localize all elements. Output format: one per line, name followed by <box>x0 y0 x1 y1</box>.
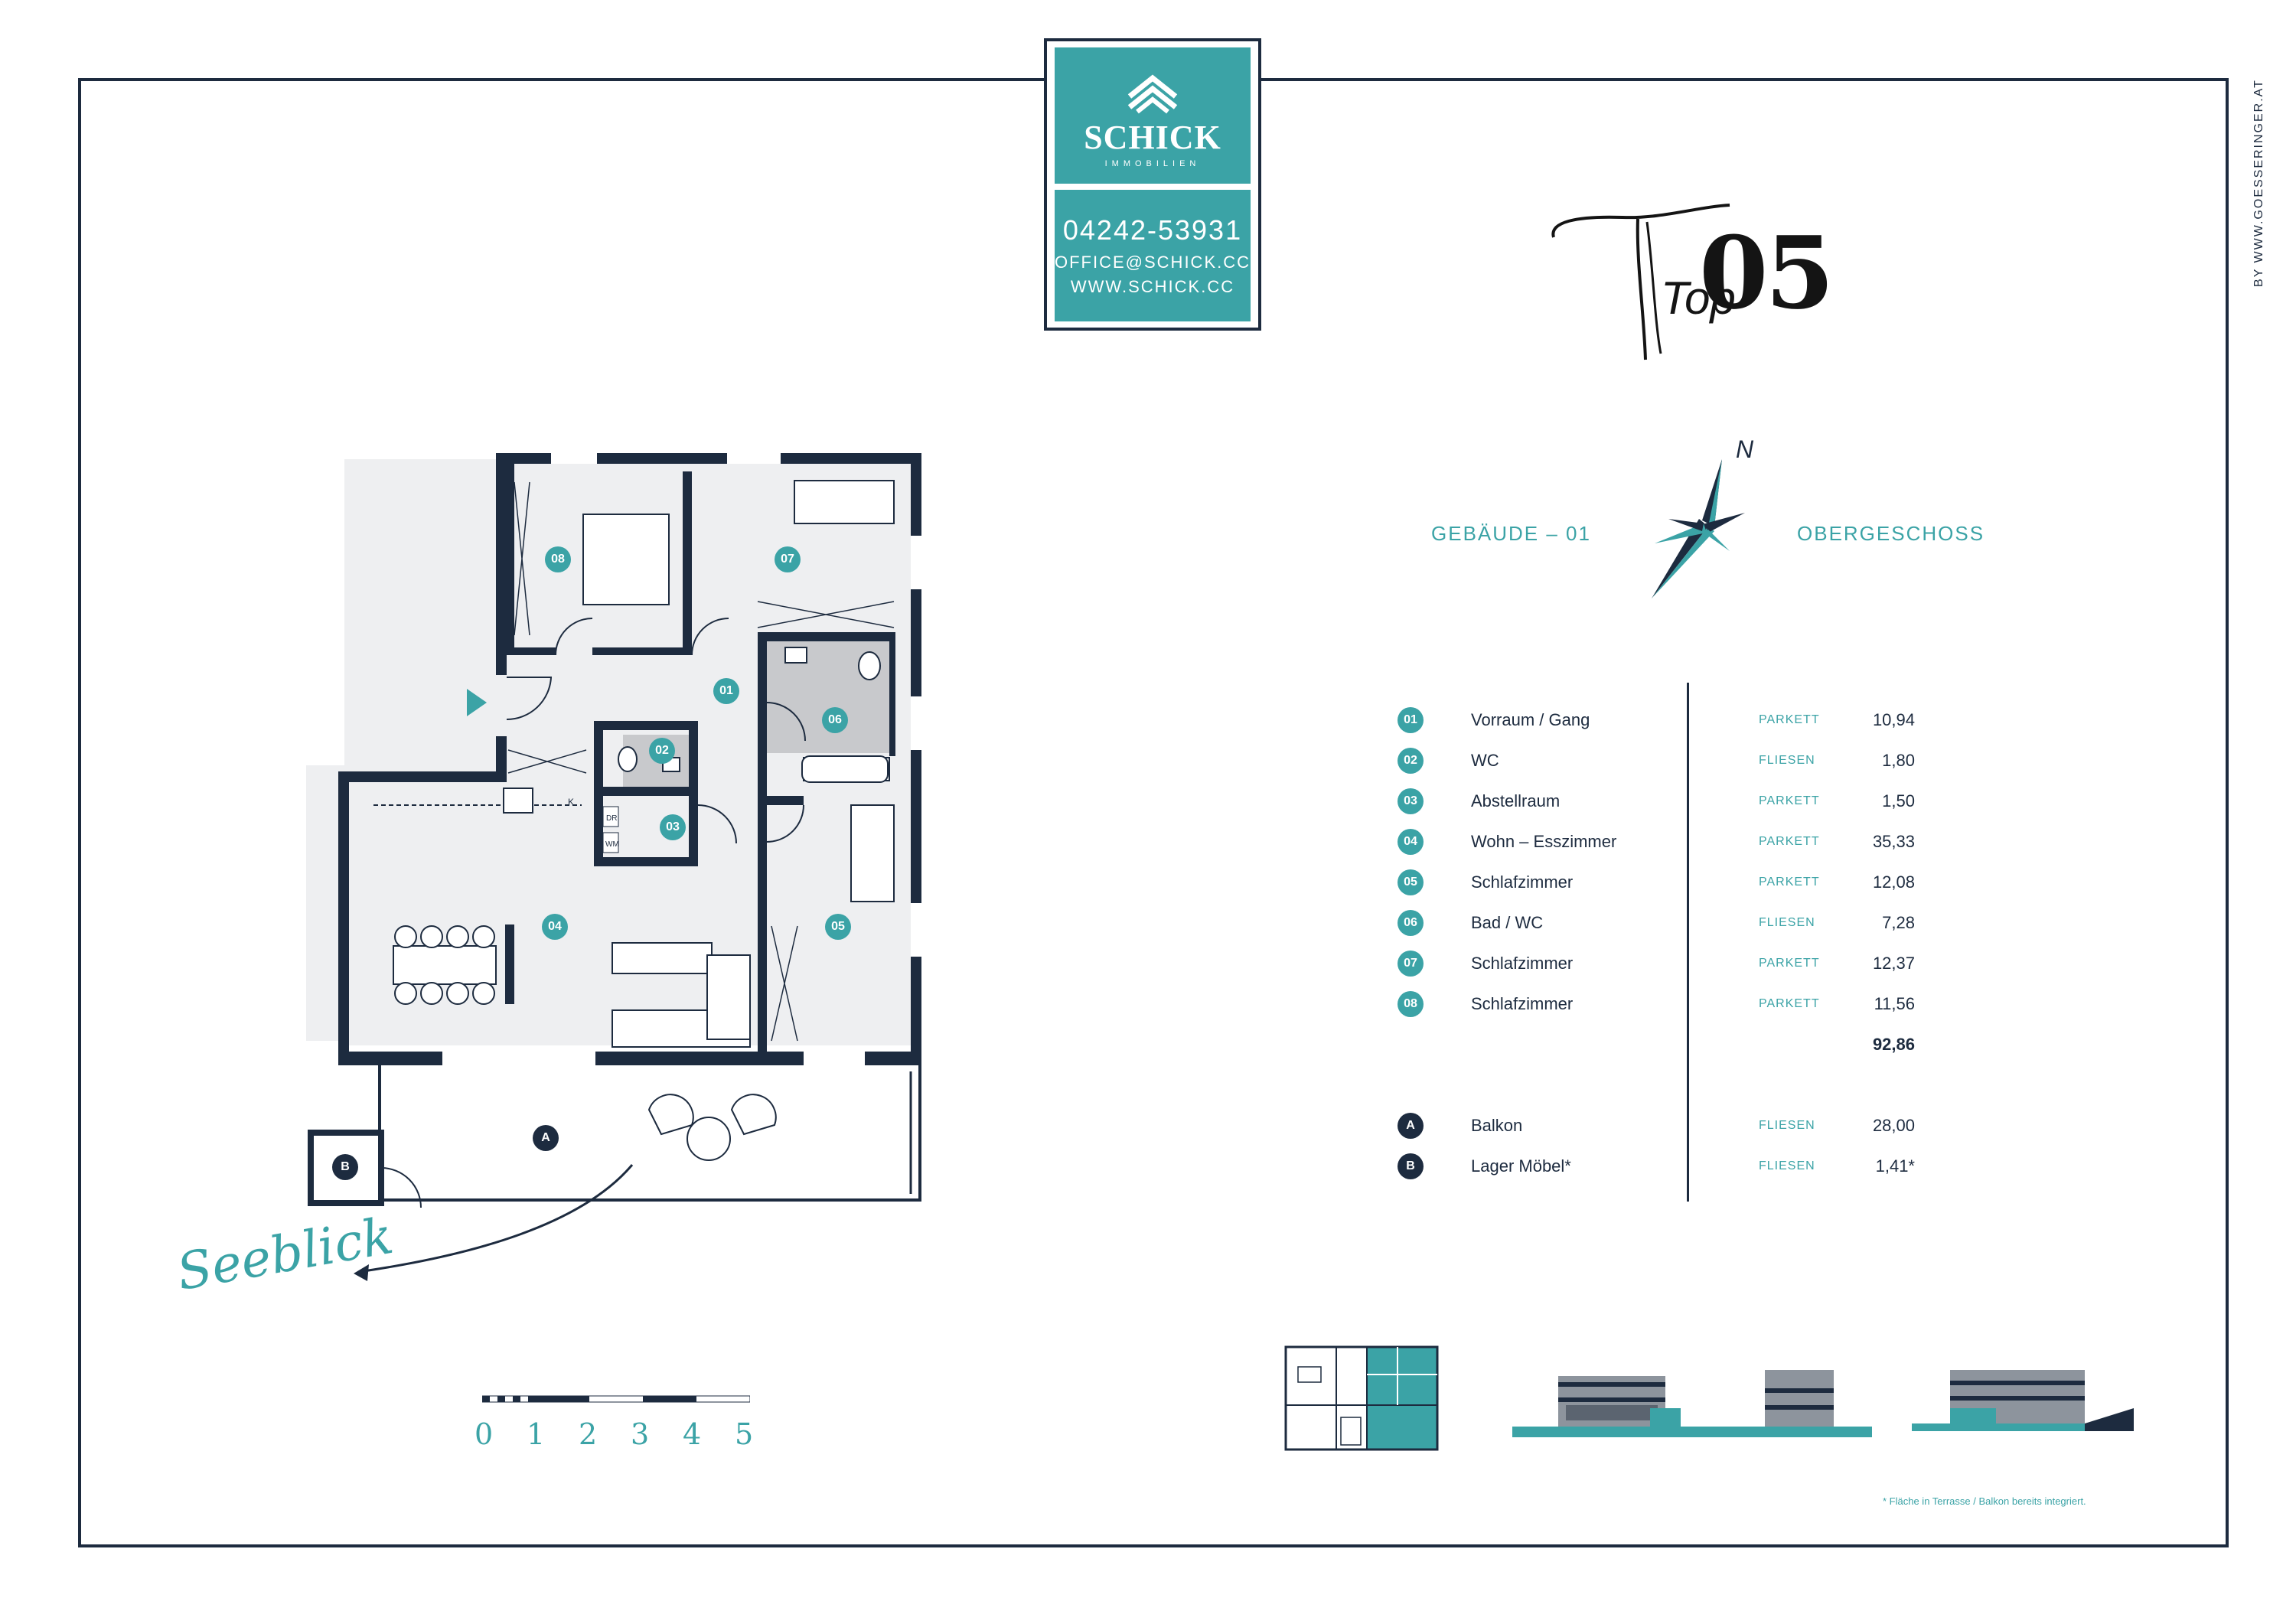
room-badge: 07 <box>1397 951 1424 977</box>
company-name: SCHICK <box>1084 119 1221 156</box>
building-elevation-side[interactable] <box>1912 1362 2134 1446</box>
room-area: 12,08 <box>1872 872 1915 892</box>
plan-badge-04[interactable]: 04 <box>542 914 568 940</box>
room-badge: 04 <box>1397 829 1424 855</box>
room-material: PARKETT <box>1759 876 1820 889</box>
room-table: 01 Vorraum / Gang PARKETT 10,94 02 WC FL… <box>1393 689 2005 1209</box>
house-logo-icon <box>1127 74 1178 114</box>
outdoor-area: 1,41* <box>1875 1156 1915 1176</box>
room-name: WC <box>1471 751 1499 770</box>
total-row: 92,86 <box>1393 1030 2005 1061</box>
room-material: PARKETT <box>1759 997 1820 1010</box>
room-badge: 06 <box>1397 910 1424 936</box>
room-material: PARKETT <box>1759 835 1820 848</box>
scale-tick-label: 3 <box>631 1417 650 1451</box>
room-material: PARKETT <box>1759 713 1820 726</box>
top-number: 05 <box>1699 214 1835 331</box>
room-area: 11,56 <box>1874 994 1915 1013</box>
table-row[interactable]: A Balkon FLIESEN 28,00 <box>1393 1111 2005 1142</box>
plan-badge-05[interactable]: 05 <box>825 914 851 940</box>
scale-tick-label: 4 <box>683 1417 702 1451</box>
total-area: 92,86 <box>1872 1035 1915 1054</box>
room-name: Schlafzimmer <box>1471 994 1574 1013</box>
room-name: Schlafzimmer <box>1471 872 1574 892</box>
plan-label-dr: DR <box>606 814 617 823</box>
table-row[interactable]: 08 Schlafzimmer PARKETT 11,56 <box>1393 990 2005 1020</box>
plan-badge-07[interactable]: 07 <box>775 546 801 572</box>
room-area: 1,80 <box>1882 751 1915 770</box>
title-script-text: Top <box>1661 272 1736 324</box>
scale-tick-label: 2 <box>579 1417 598 1451</box>
outdoor-area: 28,00 <box>1872 1116 1915 1135</box>
outdoor-material: FLIESEN <box>1759 1119 1815 1132</box>
plan-badge-03[interactable]: 03 <box>660 814 686 840</box>
room-area: 1,50 <box>1882 791 1915 810</box>
outdoor-badge: B <box>1397 1153 1424 1179</box>
scale-numbers: 0 1 2 3 4 5 <box>475 1417 758 1456</box>
email-link[interactable]: OFFICE@SCHICK.CC <box>1055 253 1251 272</box>
table-row[interactable]: 07 Schlafzimmer PARKETT 12,37 <box>1393 949 2005 980</box>
scale-bar <box>482 1395 750 1403</box>
room-area: 10,94 <box>1872 710 1915 729</box>
outdoor-material: FLIESEN <box>1759 1159 1815 1172</box>
table-row[interactable]: B Lager Möbel* FLIESEN 1,41* <box>1393 1152 2005 1182</box>
outdoor-name: Balkon <box>1471 1116 1523 1135</box>
table-row[interactable]: 01 Vorraum / Gang PARKETT 10,94 <box>1393 706 2005 736</box>
room-badge: 02 <box>1397 748 1424 774</box>
entrance-arrow-icon <box>467 689 487 716</box>
table-row[interactable]: 05 Schlafzimmer PARKETT 12,08 <box>1393 868 2005 898</box>
room-badge: 03 <box>1397 788 1424 814</box>
phone-number[interactable]: 04242-53931 <box>1062 214 1243 246</box>
table-divider <box>1687 683 1689 1202</box>
room-material: PARKETT <box>1759 794 1820 807</box>
compass-icon: N <box>1652 435 1754 598</box>
room-name: Bad / WC <box>1471 913 1544 932</box>
room-area: 7,28 <box>1882 913 1915 932</box>
room-name: Wohn – Esszimmer <box>1471 832 1617 851</box>
room-area: 35,33 <box>1872 832 1915 851</box>
table-row[interactable]: 04 Wohn – Esszimmer PARKETT 35,33 <box>1393 827 2005 858</box>
compass-north-label: N <box>1736 435 1754 463</box>
room-material: FLIESEN <box>1759 916 1815 929</box>
website-link[interactable]: WWW.SCHICK.CC <box>1070 277 1235 296</box>
building-elevation-front[interactable] <box>1512 1362 1872 1446</box>
key-plan-thumbnail[interactable] <box>1283 1344 1440 1453</box>
plan-badge-02[interactable]: 02 <box>649 738 675 764</box>
top-title-script: Top <box>1551 204 1736 360</box>
outdoor-name: Lager Möbel* <box>1471 1156 1571 1176</box>
room-badge: 05 <box>1397 869 1424 895</box>
building-label: GEBÄUDE – 01 <box>1431 522 1591 545</box>
plan-badge-08[interactable]: 08 <box>545 546 571 572</box>
room-badge: 01 <box>1397 707 1424 733</box>
plan-badge-a[interactable]: A <box>533 1125 559 1151</box>
footnote: * Fläche in Terrasse / Balkon bereits in… <box>1883 1495 2086 1507</box>
room-material: FLIESEN <box>1759 754 1815 767</box>
scale-tick-label: 0 <box>475 1417 494 1451</box>
room-badge: 08 <box>1397 991 1424 1017</box>
scale-tick-label: 5 <box>735 1417 754 1451</box>
room-name: Vorraum / Gang <box>1471 710 1590 729</box>
room-material: PARKETT <box>1759 957 1820 970</box>
plan-badge-01[interactable]: 01 <box>713 678 739 704</box>
logo-contact-panel: 04242-53931 OFFICE@SCHICK.CC WWW.SCHICK.… <box>1055 190 1251 321</box>
floor-label: OBERGESCHOSS <box>1797 522 1985 545</box>
logo-brand-panel: SCHICK IMMOBILIEN <box>1055 47 1251 184</box>
plan-badge-06[interactable]: 06 <box>822 707 848 733</box>
company-subtitle: IMMOBILIEN <box>1104 159 1201 168</box>
company-logo-box[interactable]: SCHICK IMMOBILIEN 04242-53931 OFFICE@SCH… <box>1044 38 1261 331</box>
plan-badge-b[interactable]: B <box>332 1154 358 1180</box>
scale-tick-label: 1 <box>527 1417 546 1451</box>
plan-label-k: K <box>568 797 574 807</box>
room-name: Abstellraum <box>1471 791 1561 810</box>
table-row[interactable]: 06 Bad / WC FLIESEN 7,28 <box>1393 908 2005 939</box>
table-row[interactable]: 02 WC FLIESEN 1,80 <box>1393 746 2005 777</box>
seeblick-arrow-icon <box>354 1264 369 1281</box>
room-name: Schlafzimmer <box>1471 954 1574 973</box>
room-area: 12,37 <box>1872 954 1915 973</box>
plan-label-wm: WM <box>605 840 619 849</box>
table-row[interactable]: 03 Abstellraum PARKETT 1,50 <box>1393 787 2005 817</box>
outdoor-badge: A <box>1397 1113 1424 1139</box>
